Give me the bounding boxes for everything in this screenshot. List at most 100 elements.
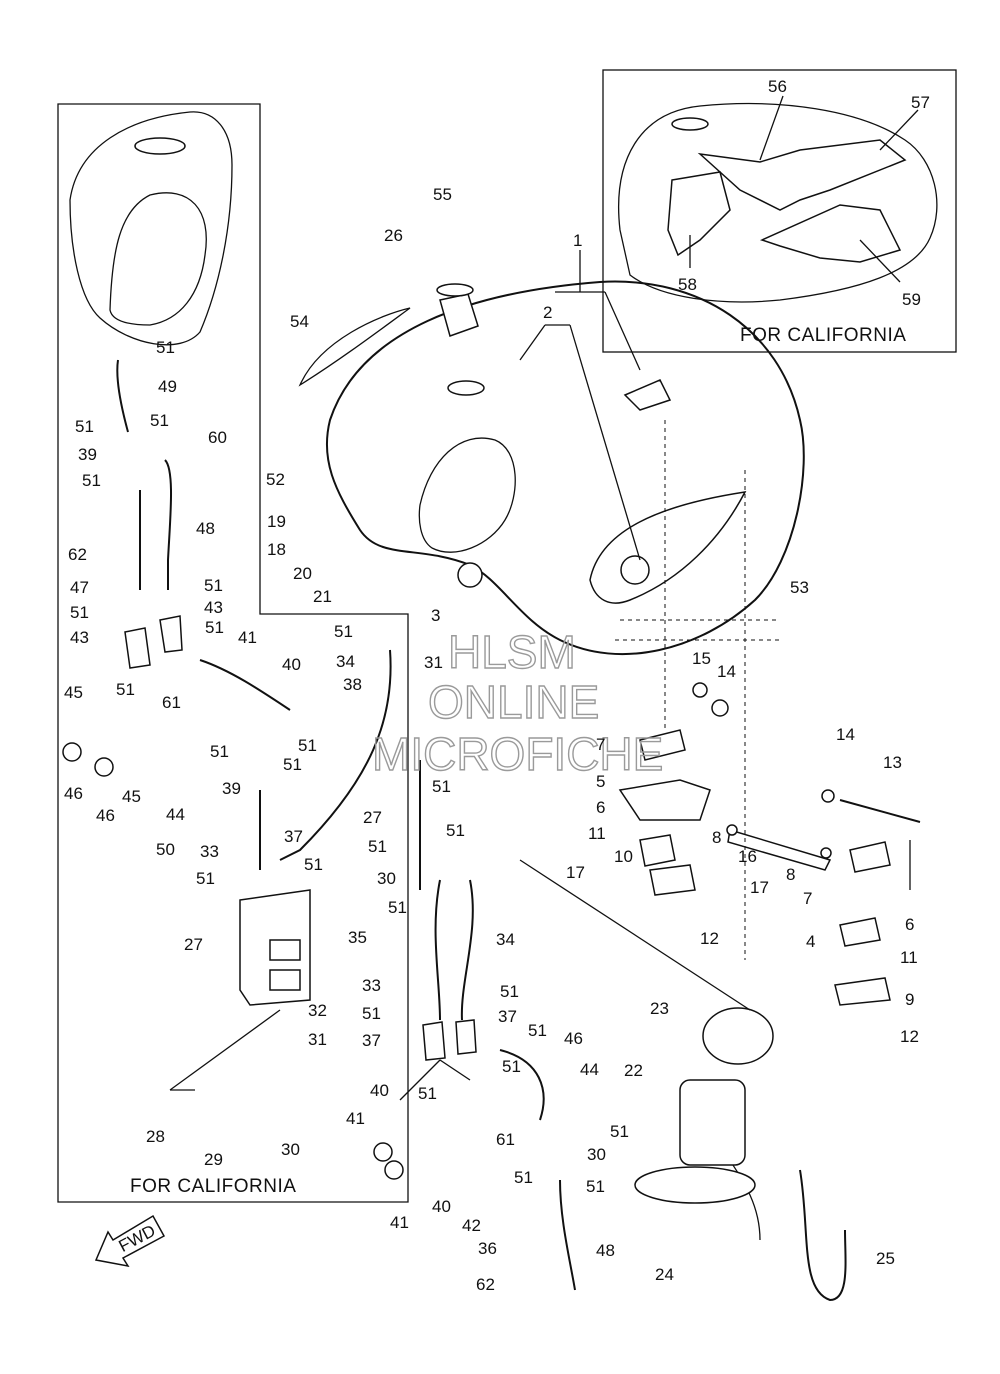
part-label: 44 (580, 1060, 599, 1079)
part-label: 49 (158, 377, 177, 396)
fuel-pump-assembly (634, 1007, 774, 1204)
part-label: 30 (587, 1145, 606, 1164)
part-label: 8 (712, 828, 721, 847)
part-label: 51 (334, 622, 353, 641)
part-label: 40 (282, 655, 301, 674)
part-label: 39 (222, 779, 241, 798)
part-label: 38 (343, 675, 362, 694)
part-label: 51 (210, 742, 229, 761)
part-label: 30 (281, 1140, 300, 1159)
part-label: 45 (122, 787, 141, 806)
california-caption-right: FOR CALIFORNIA (740, 325, 906, 346)
charcoal-canister (239, 889, 311, 1006)
part-label: 51 (204, 576, 223, 595)
part-label: 15 (692, 649, 711, 668)
part-label: 27 (184, 935, 203, 954)
part-label: 14 (836, 725, 855, 744)
mount-hardware (62, 615, 921, 1180)
part-label: 7 (596, 735, 605, 754)
california-tank-inset (618, 95, 938, 303)
part-label: 59 (902, 290, 921, 309)
part-label: 19 (267, 512, 286, 531)
part-label: 27 (363, 808, 382, 827)
part-label: 51 (500, 982, 519, 1001)
part-label: 62 (68, 545, 87, 564)
part-label: 32 (308, 1001, 327, 1020)
part-label: 55 (433, 185, 452, 204)
part-label: 51 (446, 821, 465, 840)
part-label: 48 (196, 519, 215, 538)
part-label: 43 (70, 628, 89, 647)
part-label: 61 (496, 1130, 515, 1149)
part-labels: 1 2 3 4 5 6 6 7 7 8 8 9 10 11 11 12 12 1… (64, 77, 930, 1294)
part-label: 60 (208, 428, 227, 447)
part-label: 6 (905, 915, 914, 934)
part-label: 7 (803, 889, 812, 908)
california-tank-top (69, 111, 233, 346)
part-label: 24 (655, 1265, 674, 1284)
part-label: 39 (78, 445, 97, 464)
part-label: 11 (588, 824, 606, 843)
part-label: 51 (205, 618, 224, 637)
part-label: 31 (308, 1030, 327, 1049)
part-label: 51 (75, 417, 94, 436)
part-label: 5 (596, 772, 605, 791)
part-label: 37 (498, 1007, 517, 1026)
part-label: 33 (200, 842, 219, 861)
part-label: 51 (514, 1168, 533, 1187)
part-label: 44 (166, 805, 185, 824)
part-label: 37 (284, 827, 303, 846)
part-label: 54 (290, 312, 309, 331)
california-left-box (57, 103, 409, 1203)
fwd-arrow: FWD (94, 1214, 166, 1268)
part-label: 2 (543, 303, 552, 322)
part-label: 50 (156, 840, 175, 859)
part-label: 20 (293, 564, 312, 583)
part-label: 22 (624, 1061, 643, 1080)
part-label: 51 (432, 777, 451, 796)
part-label: 51 (82, 471, 101, 490)
part-label: 47 (70, 578, 89, 597)
part-label: 9 (905, 990, 914, 1009)
part-label: 36 (478, 1239, 497, 1258)
part-label: 51 (116, 680, 135, 699)
part-label: 41 (238, 628, 257, 647)
part-label: 12 (700, 929, 719, 948)
part-label: 13 (883, 753, 902, 772)
part-label: 18 (267, 540, 286, 559)
part-label: 35 (348, 928, 367, 947)
part-label: 51 (368, 837, 387, 856)
part-label: 37 (362, 1031, 381, 1050)
part-label: 51 (388, 898, 407, 917)
part-label: 21 (313, 587, 332, 606)
part-label: 14 (717, 662, 736, 681)
leader-lines (169, 250, 911, 1101)
part-label: 48 (596, 1241, 615, 1260)
part-label: 56 (768, 77, 787, 96)
part-label: 1 (573, 231, 582, 250)
part-label: 12 (900, 1027, 919, 1046)
part-label: 43 (204, 598, 223, 617)
watermark-line-2: ONLINE (428, 676, 599, 728)
part-label: 51 (610, 1122, 629, 1141)
part-label: 10 (614, 847, 633, 866)
part-label: 51 (304, 855, 323, 874)
part-label: 51 (283, 755, 302, 774)
part-label: 51 (150, 411, 169, 430)
part-label: 8 (786, 865, 795, 884)
part-label: 51 (418, 1084, 437, 1103)
part-label: 26 (384, 226, 403, 245)
part-label: 45 (64, 683, 83, 702)
part-label: 58 (678, 275, 697, 294)
part-label: 34 (496, 930, 515, 949)
part-label: 4 (806, 932, 815, 951)
part-label: 29 (204, 1150, 223, 1169)
part-label: 42 (462, 1216, 481, 1235)
part-label: 51 (586, 1177, 605, 1196)
part-label: 31 (424, 653, 443, 672)
main-fuel-tank (298, 280, 805, 656)
part-label: 25 (876, 1249, 895, 1268)
part-label: 23 (650, 999, 669, 1018)
part-label: 41 (390, 1213, 409, 1232)
